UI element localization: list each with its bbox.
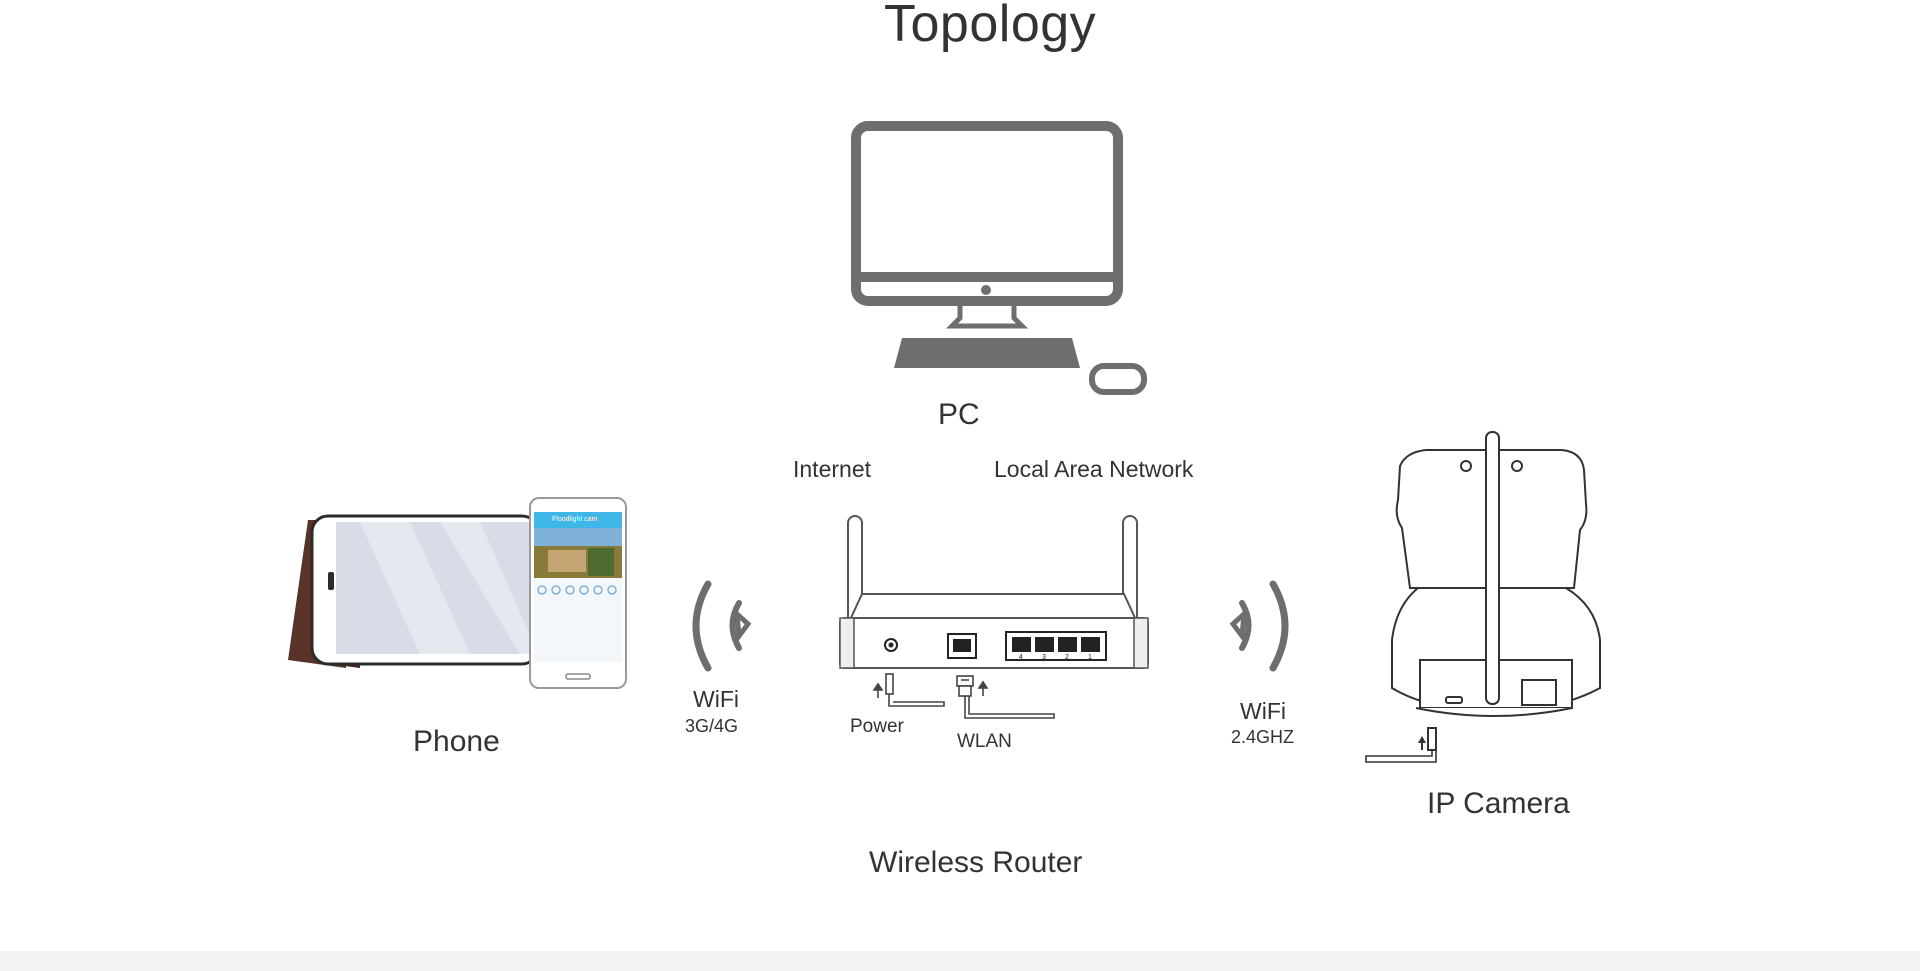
page-title: Topology — [884, 0, 1097, 53]
camera-wifi-label: WiFi — [1240, 698, 1286, 724]
pc-label: PC — [938, 398, 980, 431]
power-label: Power — [850, 716, 904, 737]
internet-label: Internet — [793, 456, 871, 482]
router-port-numbers: 4 3 2 1 — [1019, 654, 1092, 661]
pc-monitor-icon — [851, 121, 1123, 329]
camera-wifi-band-label: 2.4GHZ — [1231, 727, 1295, 747]
router-port-label: 4 — [1019, 654, 1023, 661]
ip-camera-icon — [1365, 431, 1601, 763]
lan-label: Local Area Network — [994, 456, 1194, 482]
mouse-icon — [1089, 363, 1147, 395]
footer-bar — [0, 951, 1920, 971]
phone-label: Phone — [413, 725, 500, 758]
tablet-icon — [288, 514, 540, 668]
ip-camera-label: IP Camera — [1427, 787, 1570, 820]
router-label: Wireless Router — [869, 846, 1083, 879]
wifi-signal-left-icon — [692, 580, 752, 672]
wlan-label: WLAN — [957, 731, 1012, 752]
wifi-signal-right-icon — [1229, 580, 1289, 672]
ethernet-plug-icon — [956, 675, 1055, 719]
phone-icon — [529, 497, 627, 689]
phone-wifi-band-label: 3G/4G — [685, 716, 739, 736]
router-port-label: 3 — [1042, 654, 1046, 661]
router-icon — [839, 515, 1149, 669]
power-plug-icon — [872, 673, 945, 707]
router-port-label: 2 — [1065, 654, 1069, 661]
phone-wifi-label: WiFi — [693, 686, 739, 712]
phone-screen-header: Floodlight cam — [552, 516, 598, 523]
keyboard-icon — [894, 338, 1080, 368]
router-port-label: 1 — [1088, 654, 1092, 661]
